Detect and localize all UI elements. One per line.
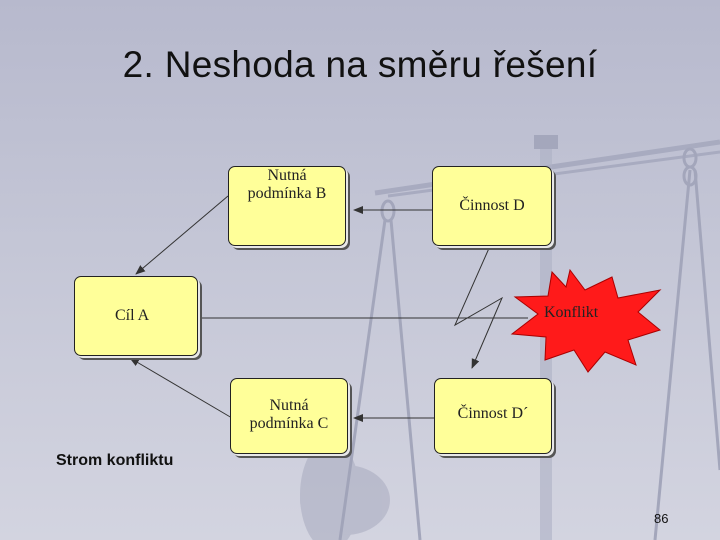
node-goal-a: Cíl A — [74, 276, 198, 356]
node-action-d-prime: Činnost D´ — [434, 378, 552, 454]
page-number: 86 — [654, 511, 668, 526]
node-condition-b-label: Nutná podmínka B — [242, 167, 332, 203]
diagram-caption: Strom konfliktu — [56, 452, 173, 470]
conflict-label: Konflikt — [544, 304, 598, 322]
node-action-d-label: Činnost D — [459, 197, 524, 215]
node-condition-b: Nutná podmínka B — [228, 166, 346, 246]
node-action-d-prime-label: Činnost D´ — [458, 405, 529, 423]
node-action-d: Činnost D — [432, 166, 552, 246]
node-goal-a-label: Cíl A — [115, 307, 149, 325]
node-condition-c: Nutná podmínka C — [230, 378, 348, 454]
arrow-b-to-a — [136, 196, 228, 274]
node-condition-c-label: Nutná podmínka C — [244, 397, 334, 433]
lightning-bolt-icon — [455, 246, 502, 368]
arrow-c-to-a — [130, 358, 232, 418]
